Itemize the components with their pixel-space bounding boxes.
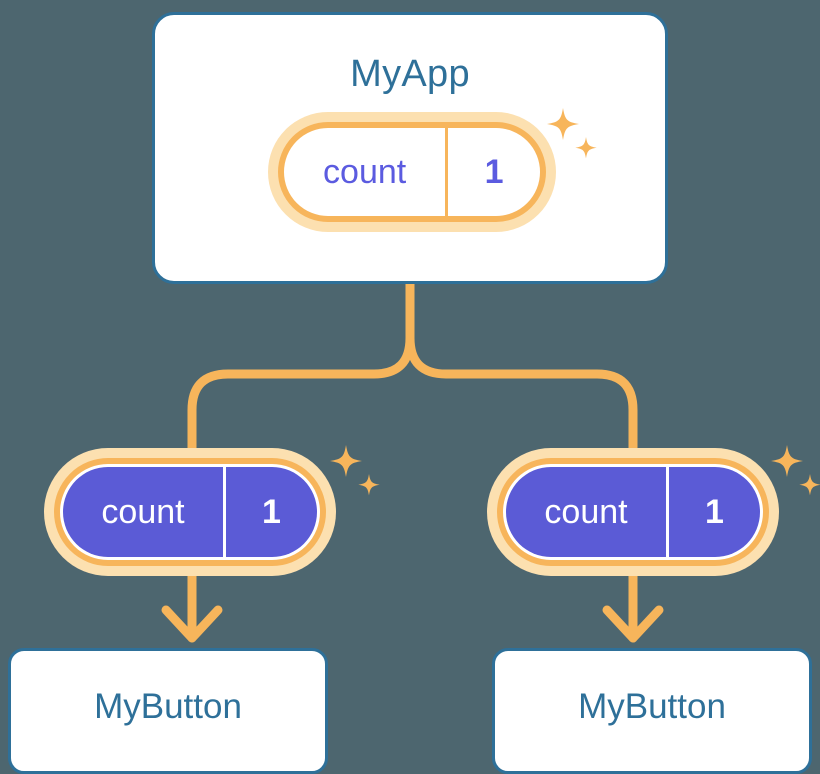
sparkle-icon — [771, 445, 803, 477]
state-pill-divider — [223, 467, 227, 557]
sparkle-icon — [358, 474, 380, 496]
sparkle-icon — [330, 445, 362, 477]
node-title-myapp: MyApp — [350, 53, 470, 95]
state-pill-value: 1 — [226, 467, 317, 557]
state-pill-divider — [666, 467, 670, 557]
node-card-mybutton-right[interactable]: MyButton — [492, 648, 812, 774]
node-title-mybutton: MyButton — [578, 687, 726, 726]
state-pill-divider — [445, 128, 449, 216]
tree-connector-path — [187, 279, 415, 473]
state-pill-value: 1 — [484, 152, 504, 191]
node-title-mybutton: MyButton — [94, 687, 242, 726]
state-pill-left[interactable]: count 1 — [54, 458, 326, 566]
node-card-mybutton-left[interactable]: MyButton — [8, 648, 328, 774]
arrow-down-icon-right — [602, 571, 664, 643]
state-pill-key: count — [506, 467, 667, 557]
state-pill-right[interactable]: count 1 — [497, 458, 769, 566]
arrow-down-icon-left — [161, 571, 223, 643]
node-card-myapp[interactable]: MyApp — [152, 12, 668, 284]
state-pill-key: count — [323, 152, 407, 191]
sparkle-icon — [799, 474, 820, 496]
state-pill-key: count — [63, 467, 224, 557]
state-pill-myapp[interactable]: count 1 — [278, 122, 546, 222]
state-pill-value: 1 — [669, 467, 760, 557]
